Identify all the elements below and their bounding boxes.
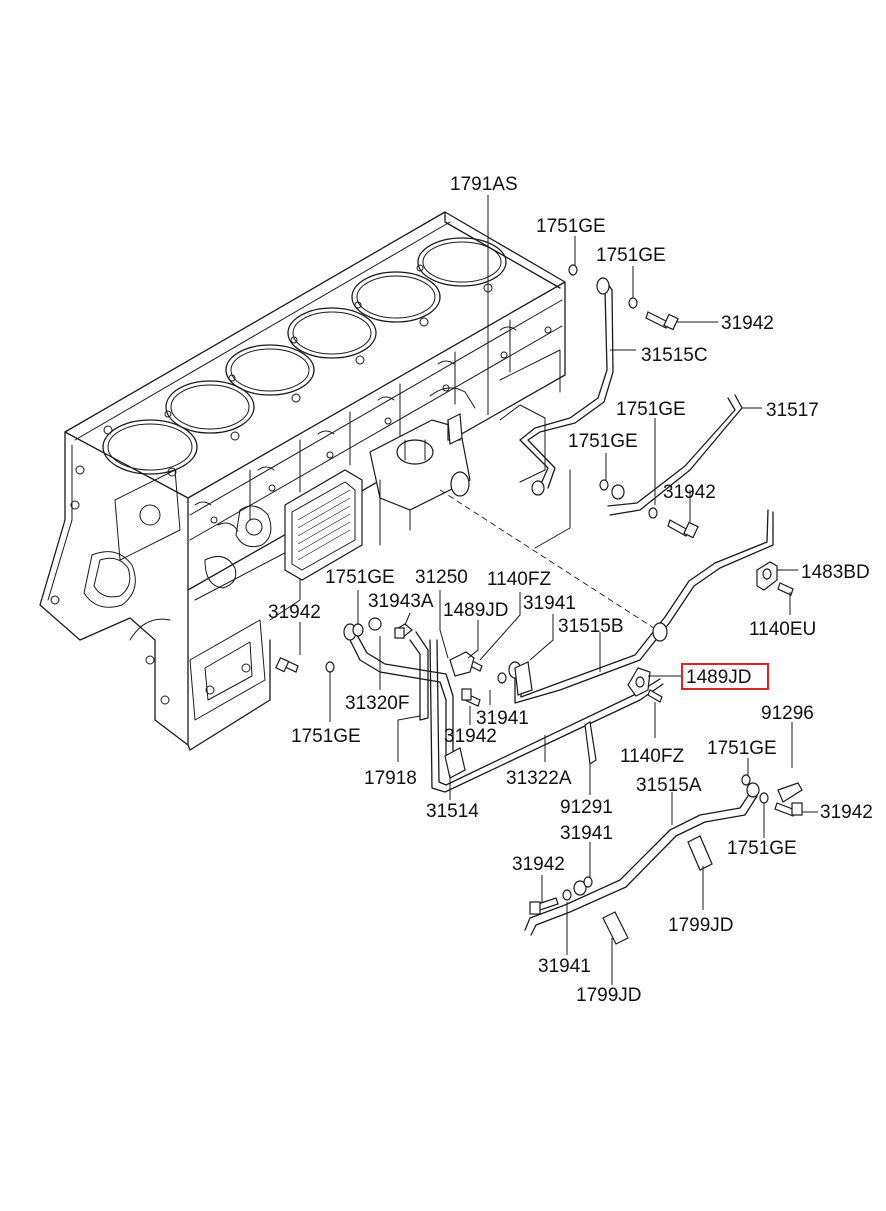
highlight-box xyxy=(681,663,769,690)
label-1799JD: 1799JD xyxy=(576,985,642,1006)
label-1751GE: 1751GE xyxy=(727,838,797,859)
label-1751GE: 1751GE xyxy=(616,399,686,420)
label-31942: 31942 xyxy=(820,802,873,823)
label-91291: 91291 xyxy=(560,797,613,818)
label-31322A: 31322A xyxy=(506,768,572,789)
label-1751GE: 1751GE xyxy=(291,726,361,747)
label-1791AS: 1791AS xyxy=(450,174,518,195)
label-17918: 17918 xyxy=(364,768,417,789)
label-1799JD: 1799JD xyxy=(668,915,734,936)
label-1751GE: 1751GE xyxy=(707,738,777,759)
label-31515B: 31515B xyxy=(558,616,624,637)
label-31320F: 31320F xyxy=(345,693,409,714)
label-1751GE: 1751GE xyxy=(568,431,638,452)
label-31514: 31514 xyxy=(426,801,479,822)
part-labels: 1791AS 1751GE 1751GE 31942 31515C 1751GE… xyxy=(268,174,873,1006)
label-1489JD-highlighted: 1489JD xyxy=(686,667,752,688)
label-31515A: 31515A xyxy=(636,775,702,796)
label-1140EU: 1140EU xyxy=(749,619,816,640)
label-31942: 31942 xyxy=(663,482,716,503)
label-31942: 31942 xyxy=(268,602,321,623)
label-1751GE: 1751GE xyxy=(536,216,606,237)
label-1489JD: 1489JD xyxy=(443,600,509,621)
label-91296: 91296 xyxy=(761,703,814,724)
label-31250: 31250 xyxy=(415,567,468,588)
label-1483BD: 1483BD xyxy=(801,562,870,583)
label-1751GE: 1751GE xyxy=(325,567,395,588)
label-31941: 31941 xyxy=(476,708,529,729)
label-31942: 31942 xyxy=(512,854,565,875)
label-31942: 31942 xyxy=(721,313,774,334)
label-31941: 31941 xyxy=(538,956,591,977)
label-31942: 31942 xyxy=(444,726,497,747)
label-31943A: 31943A xyxy=(368,591,434,612)
label-31941: 31941 xyxy=(523,593,576,614)
leader-lines xyxy=(299,195,818,985)
label-31517: 31517 xyxy=(766,400,819,421)
label-31941: 31941 xyxy=(560,823,613,844)
small-parts xyxy=(275,264,803,945)
label-31515C: 31515C xyxy=(641,345,708,366)
label-1140FZ: 1140FZ xyxy=(620,746,684,767)
label-1751GE: 1751GE xyxy=(596,245,666,266)
engine-block xyxy=(39,211,571,751)
label-1140FZ: 1140FZ xyxy=(487,569,551,590)
